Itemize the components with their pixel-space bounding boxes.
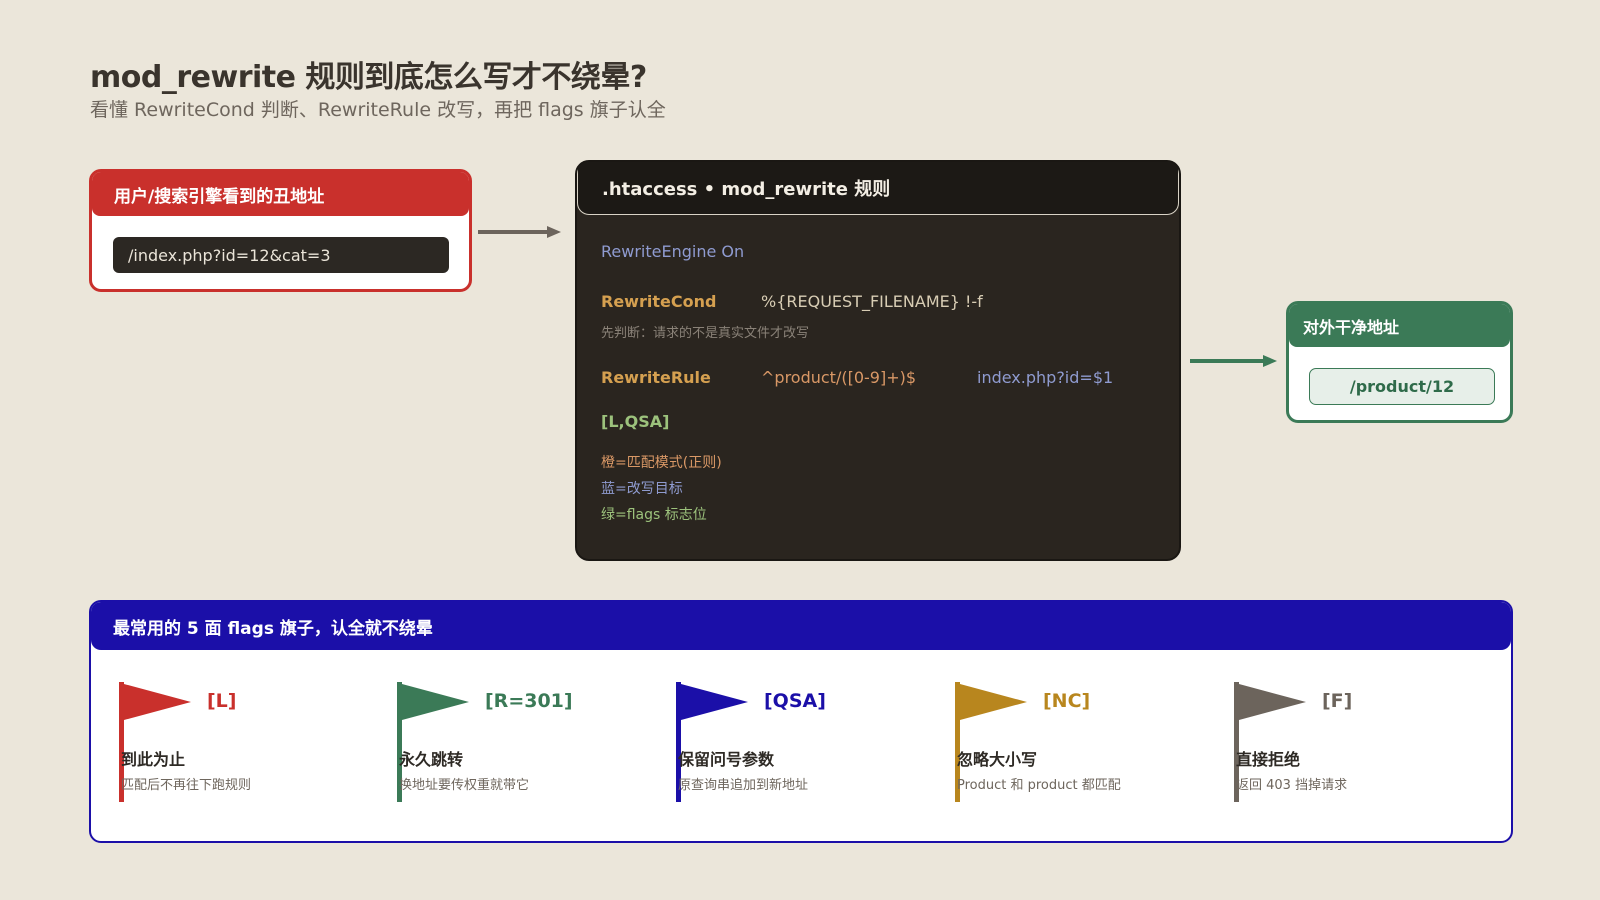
flag-item-r301: [R=301] 永久跳转 换地址要传权重就带它 (397, 682, 657, 807)
flag-name: 永久跳转 (399, 750, 464, 769)
rewrite-cond-keyword: RewriteCond (601, 292, 717, 311)
rewrite-rule-flags: [L,QSA] (601, 412, 670, 431)
arrow-right-icon (1190, 355, 1277, 367)
legend-blue: 蓝=改写目标 (601, 481, 683, 497)
flags-panel: 最常用的 5 面 flags 旗子，认全就不绕晕 [L] 到此为止 匹配后不再往… (89, 600, 1513, 843)
flag-code: [R=301] (485, 690, 573, 712)
clean-url-card: 对外干净地址 /product/12 (1286, 301, 1513, 423)
flag-icon (955, 682, 1027, 802)
arrow-right-icon (478, 226, 561, 238)
htaccess-code-panel: .htaccess • mod_rewrite 规则 RewriteEngine… (575, 160, 1181, 561)
clean-url-box: /product/12 (1309, 368, 1495, 405)
rewrite-engine-line: RewriteEngine On (601, 242, 745, 261)
clean-url-card-header: 对外干净地址 (1289, 304, 1510, 347)
flag-icon (119, 682, 191, 802)
page-title: mod_rewrite 规则到底怎么写才不绕晕? (90, 60, 647, 95)
flag-name: 到此为止 (121, 750, 186, 769)
rewrite-rule-target: index.php?id=$1 (977, 368, 1114, 387)
flag-icon (676, 682, 748, 802)
flag-desc: 换地址要传权重就带它 (399, 778, 530, 793)
source-url-card: 用户/搜索引擎看到的丑地址 /index.php?id=12&cat=3 (89, 169, 472, 292)
flag-code: [QSA] (764, 690, 826, 712)
legend-green: 绿=flags 标志位 (601, 507, 707, 523)
flag-name: 直接拒绝 (1236, 750, 1301, 769)
flags-panel-header: 最常用的 5 面 flags 旗子，认全就不绕晕 (91, 602, 1511, 650)
flag-code: [NC] (1043, 690, 1091, 712)
flag-item-l: [L] 到此为止 匹配后不再往下跑规则 (119, 682, 379, 807)
flag-name: 保留问号参数 (678, 750, 775, 769)
source-card-header: 用户/搜索引擎看到的丑地址 (92, 172, 469, 216)
rewrite-cond-comment: 先判断：请求的不是真实文件才改写 (601, 326, 810, 341)
code-panel-header: .htaccess • mod_rewrite 规则 (577, 162, 1179, 215)
flag-icon (1234, 682, 1306, 802)
flag-name: 忽略大小写 (957, 750, 1038, 769)
rewrite-cond-value: %{REQUEST_FILENAME} !-f (761, 292, 983, 311)
page-subtitle: 看懂 RewriteCond 判断、RewriteRule 改写，再把 flag… (90, 99, 666, 121)
flag-item-qsa: [QSA] 保留问号参数 原查询串追加到新地址 (676, 682, 936, 807)
flag-item-f: [F] 直接拒绝 返回 403 挡掉请求 (1234, 682, 1494, 807)
flag-desc: Product 和 product 都匹配 (957, 778, 1121, 793)
source-url-box: /index.php?id=12&cat=3 (113, 237, 449, 273)
flag-item-nc: [NC] 忽略大小写 Product 和 product 都匹配 (955, 682, 1215, 807)
rewrite-rule-pattern: ^product/([0-9]+)$ (761, 368, 917, 387)
rewrite-rule-keyword: RewriteRule (601, 368, 711, 387)
flag-desc: 原查询串追加到新地址 (678, 778, 809, 793)
flag-desc: 匹配后不再往下跑规则 (121, 778, 252, 793)
legend-orange: 橙=匹配模式(正则) (601, 455, 722, 471)
flag-code: [F] (1322, 690, 1353, 712)
flag-icon (397, 682, 469, 802)
flag-code: [L] (207, 690, 237, 712)
flag-desc: 返回 403 挡掉请求 (1236, 778, 1348, 793)
